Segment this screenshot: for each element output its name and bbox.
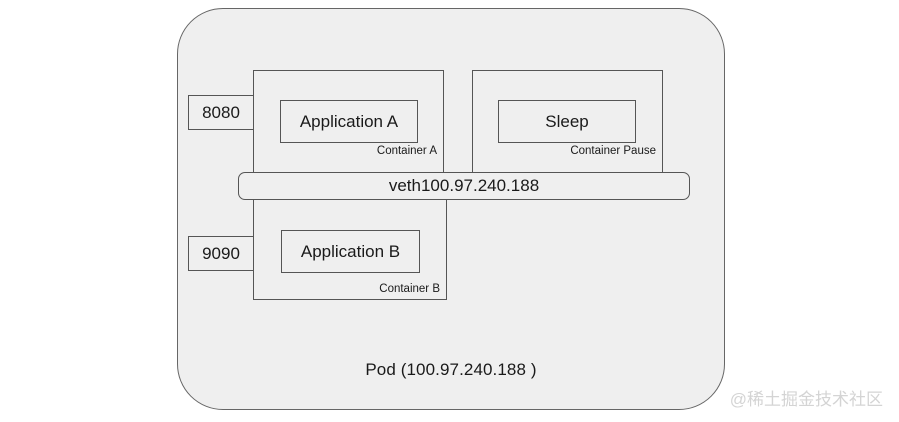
sleep-process-box: Sleep [498,100,636,143]
pod-label: Pod (100.97.240.188 ) [365,360,537,379]
container-b-caption: Container B [379,283,440,295]
application-a-box: Application A [280,100,418,143]
watermark: @稀土掘金技术社区 [729,390,883,409]
application-b-box: Application B [281,230,420,273]
port-tag-9090: 9090 [188,236,254,271]
container-a-caption: Container A [376,145,437,157]
port-tag-8080-label: 8080 [202,102,240,122]
application-a-label: Application A [299,111,399,131]
container-pause-caption: Container Pause [570,145,656,157]
veth-interface-bar: veth100.97.240.188 [238,172,690,200]
port-tag-9090-label: 9090 [202,243,240,263]
application-b-label: Application B [300,241,401,261]
port-tag-8080: 8080 [188,95,254,130]
sleep-process-label: Sleep [545,111,589,131]
veth-interface-label: veth100.97.240.188 [388,176,540,195]
